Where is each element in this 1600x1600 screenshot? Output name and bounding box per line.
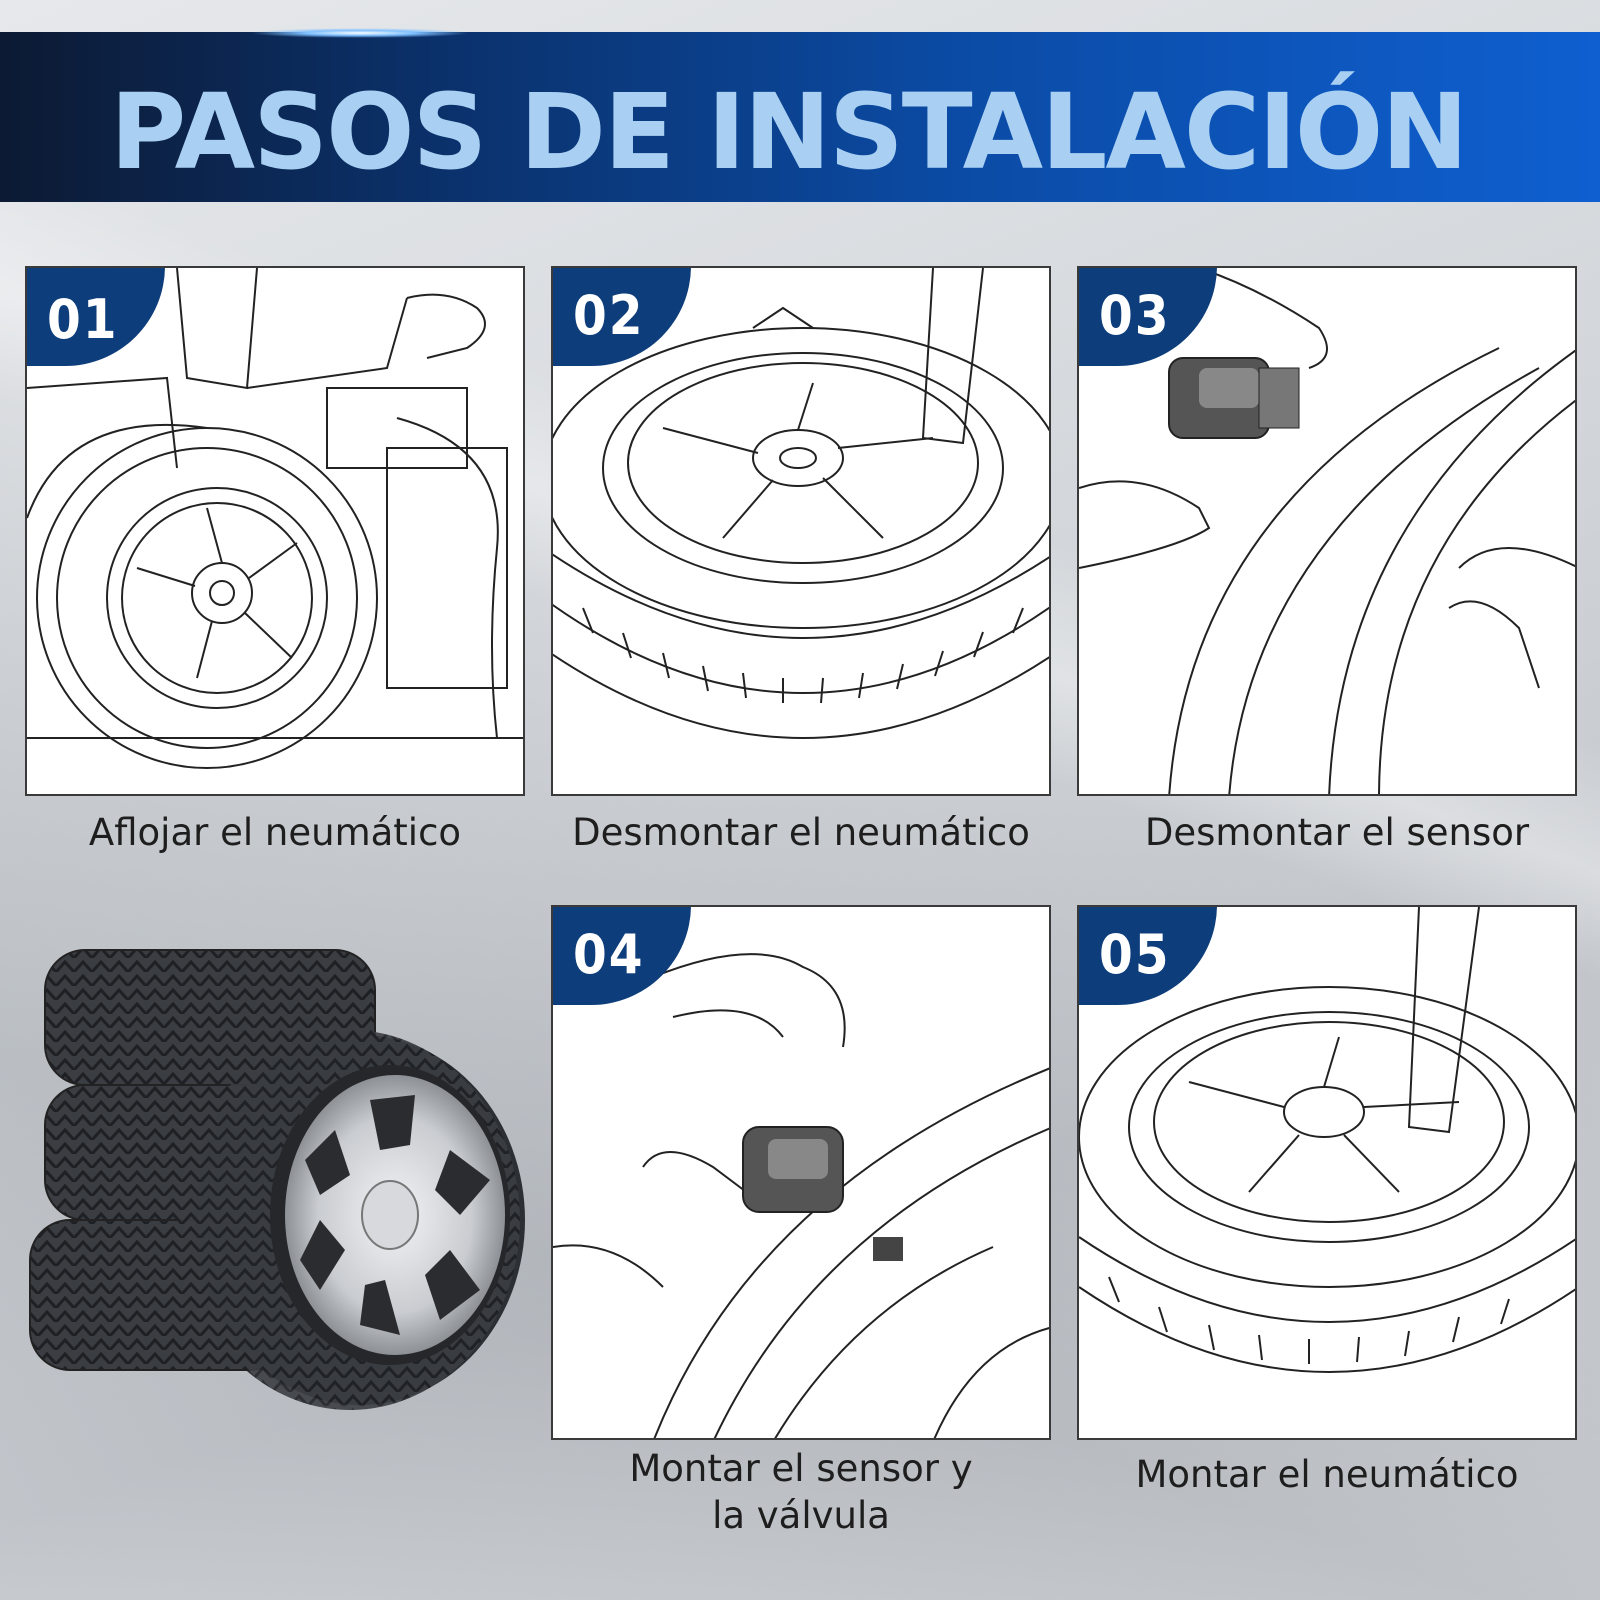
step-panel-05: 05: [1077, 905, 1577, 1440]
step-caption-02: Desmontar el neumático: [572, 811, 1030, 854]
step-number: 02: [573, 284, 645, 347]
sensor-mount-illustration: [553, 953, 1049, 1438]
step-caption-04-line1: Montar el sensor y: [629, 1447, 973, 1490]
tire-stack-image: [29, 949, 525, 1410]
step-caption-05: Montar el neumático: [1135, 1453, 1519, 1496]
step-number: 04: [573, 923, 645, 986]
step-caption-03: Desmontar el sensor: [1144, 811, 1530, 854]
tire-mount-illustration: [1079, 907, 1575, 1373]
step-number: 05: [1099, 923, 1171, 986]
step-caption-04-line2: la válvula: [712, 1494, 890, 1537]
tire-removal-illustration: [553, 268, 1049, 739]
step-number: 01: [47, 288, 119, 351]
step-number: 03: [1099, 284, 1171, 347]
step-panel-02: 02: [551, 266, 1051, 796]
page-title: PASOS DE INSTALACIÓN: [110, 71, 1468, 193]
step-caption-01: Aflojar el neumático: [88, 811, 462, 854]
light-flare: [250, 28, 470, 38]
step-panel-04: 04: [551, 905, 1051, 1440]
step-panel-01: 01: [25, 266, 525, 796]
title-banner: [0, 32, 1600, 202]
tire-changer-illustration: [27, 268, 523, 769]
step-panel-03: 03: [1077, 266, 1577, 796]
sensor-removal-illustration: [1079, 268, 1575, 794]
